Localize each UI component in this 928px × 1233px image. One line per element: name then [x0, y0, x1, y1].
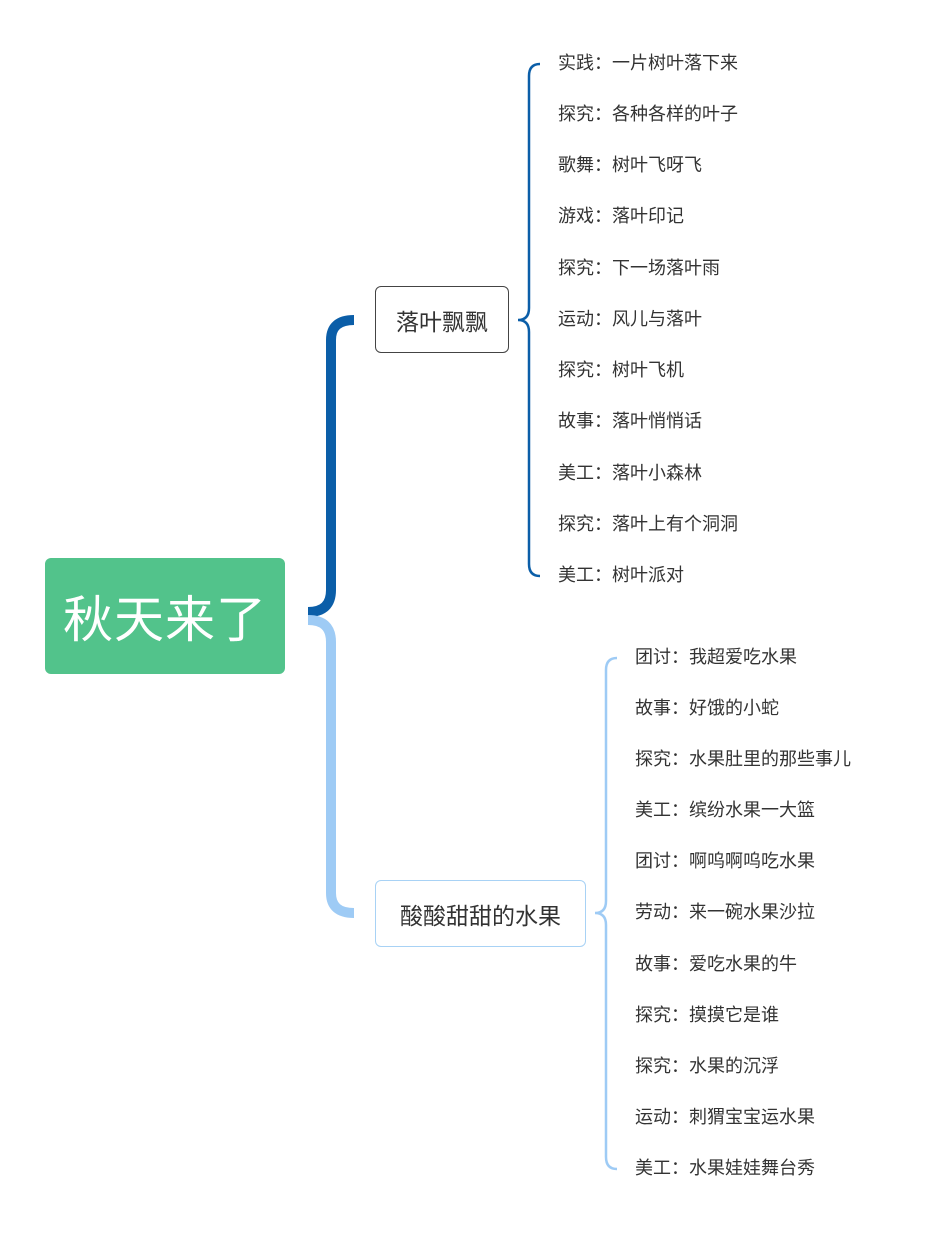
leaf-item[interactable]: 游戏：落叶印记	[558, 206, 684, 227]
leaf-item[interactable]: 歌舞：树叶飞呀飞	[558, 155, 702, 176]
root-node[interactable]: 秋天来了	[45, 558, 285, 674]
leaf-item[interactable]: 探究：水果肚里的那些事儿	[635, 749, 851, 770]
branch-1-bracket	[517, 62, 541, 578]
leaf-item[interactable]: 探究：水果的沉浮	[635, 1056, 779, 1077]
leaf-item[interactable]: 故事：爱吃水果的牛	[635, 954, 797, 975]
leaf-item[interactable]: 美工：树叶派对	[558, 565, 684, 586]
branch-2-bracket	[594, 656, 618, 1171]
leaf-item[interactable]: 美工：落叶小森林	[558, 463, 702, 484]
leaf-item[interactable]: 探究：下一场落叶雨	[558, 258, 720, 279]
leaf-item[interactable]: 运动：风儿与落叶	[558, 309, 702, 330]
branch-node-sweet-sour-fruits[interactable]: 酸酸甜甜的水果	[375, 880, 586, 947]
root-to-branch-1-connector	[307, 315, 355, 617]
leaf-item[interactable]: 劳动：来一碗水果沙拉	[635, 902, 815, 923]
leaf-item[interactable]: 美工：水果娃娃舞台秀	[635, 1158, 815, 1179]
leaf-item[interactable]: 探究：各种各样的叶子	[558, 104, 738, 125]
root-to-branch-2-connector	[307, 615, 355, 918]
leaf-item[interactable]: 故事：好饿的小蛇	[635, 698, 779, 719]
leaf-item[interactable]: 美工：缤纷水果一大篮	[635, 800, 815, 821]
leaf-item[interactable]: 故事：落叶悄悄话	[558, 411, 702, 432]
leaf-item[interactable]: 探究：落叶上有个洞洞	[558, 514, 738, 535]
leaf-item[interactable]: 运动：刺猬宝宝运水果	[635, 1107, 815, 1128]
leaf-item[interactable]: 实践：一片树叶落下来	[558, 53, 738, 74]
leaf-item[interactable]: 团讨：啊呜啊呜吃水果	[635, 851, 815, 872]
leaf-item[interactable]: 探究：树叶飞机	[558, 360, 684, 381]
leaf-item[interactable]: 探究：摸摸它是谁	[635, 1005, 779, 1026]
branch-node-falling-leaves[interactable]: 落叶飘飘	[375, 286, 509, 353]
leaf-item[interactable]: 团讨：我超爱吃水果	[635, 647, 797, 668]
